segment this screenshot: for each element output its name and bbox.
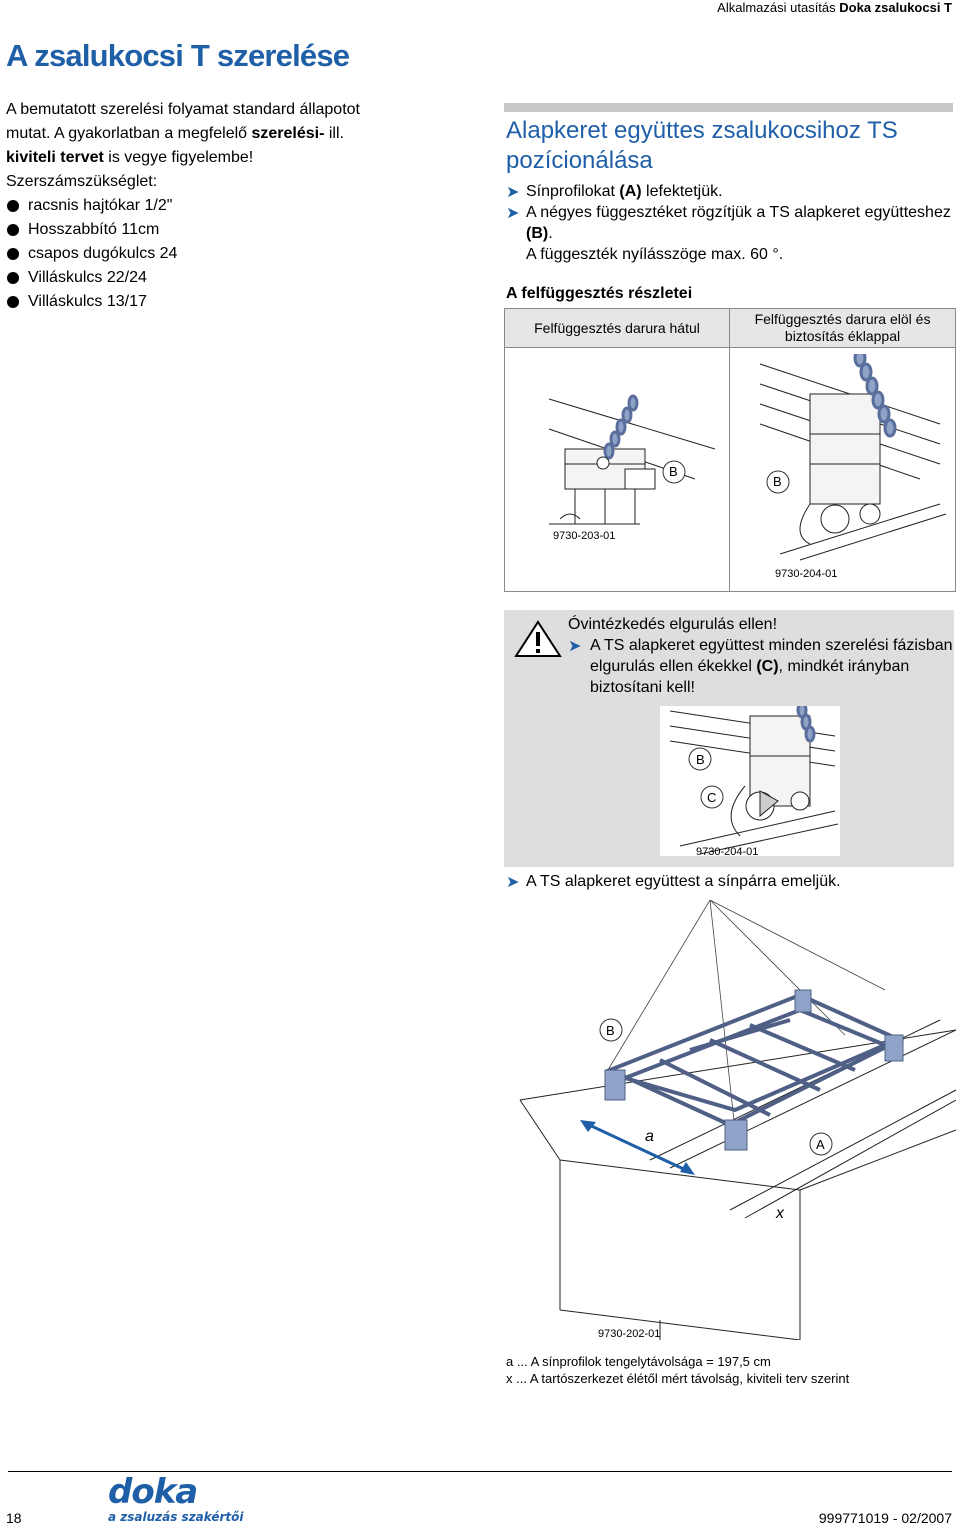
figure-code: 9730-202-01 — [598, 1328, 661, 1340]
page-number: 18 — [6, 1510, 22, 1526]
tool-item: Villáskulcs 13/17 — [6, 290, 446, 314]
tools-list: racsnis hajtókar 1/2" Hosszabbító 11cm c… — [6, 194, 446, 314]
arrow-icon: ➤ — [506, 205, 520, 222]
tools-heading: Szerszámszükséglet: — [6, 173, 158, 190]
crane-lifting-illustration — [519, 900, 956, 1340]
warning-title: Óvintézkedés elgurulás ellen! — [568, 616, 778, 633]
document-code: 999771019 - 02/2007 — [818, 1510, 952, 1526]
label-b-circle — [662, 460, 686, 484]
intro-block: A bemutatott szerelési folyamat standard… — [6, 98, 446, 314]
warning-icon — [514, 620, 562, 657]
intro-line-1: A bemutatott szerelési folyamat standard… — [6, 101, 360, 118]
tool-item: racsnis hajtókar 1/2" — [6, 194, 446, 218]
intro-line-2: mutat. A gyakorlatban a megfelelő szerel… — [6, 125, 344, 142]
figure-code: 9730-204-01 — [696, 846, 759, 858]
steps-list: ➤ Sínprofilokat (A) lefektetjük. ➤ A nég… — [506, 181, 952, 265]
intro-line-3: kiviteli tervet is vegye figyelembe! — [6, 149, 254, 166]
table-header-right: Felfüggesztés darura elöl és biztosítás … — [730, 309, 955, 347]
label-a: A — [816, 1137, 825, 1152]
table-divider — [729, 347, 730, 591]
figure-code: 9730-203-01 — [553, 530, 616, 542]
footnote-a: a ... A sínprofilok tengelytávolsága = 1… — [506, 1354, 771, 1369]
tool-item: Hosszabbító 11cm — [6, 218, 446, 242]
header-product: Doka zsalukocsi T — [839, 0, 952, 15]
label-b: B — [669, 464, 678, 479]
label-x: x — [776, 1205, 784, 1222]
label-a-dimension: a — [645, 1128, 654, 1145]
arrow-icon: ➤ — [568, 638, 582, 655]
section-title: Alapkeret együttes zsalukocsihoz TS pozí… — [506, 117, 898, 174]
tool-item: Villáskulcs 22/24 — [6, 266, 446, 290]
warning-step: ➤ A TS alapkeret együttest minden szerel… — [568, 637, 953, 696]
label-b: B — [696, 752, 705, 767]
section-bar — [504, 103, 953, 112]
table-header-left: Felfüggesztés darura hátul — [505, 309, 730, 347]
label-b-circle — [766, 470, 790, 494]
logo-word: doka — [108, 1472, 198, 1512]
footnotes: a ... A sínprofilok tengelytávolsága = 1… — [506, 1353, 849, 1387]
step-item: ➤ Sínprofilokat (A) lefektetjük. — [506, 183, 723, 201]
front-suspension-illustration — [759, 354, 947, 561]
arrow-icon: ➤ — [506, 184, 520, 201]
figure-code: 9730-204-01 — [775, 568, 838, 580]
detail-table: Felfüggesztés darura hátul Felfüggesztés… — [504, 308, 956, 592]
rear-suspension-illustration — [548, 394, 716, 525]
doka-logo: doka a zsaluzás szakértői — [108, 1472, 248, 1526]
wheel-chock-illustration — [660, 706, 840, 856]
lift-step: ➤ A TS alapkeret együttest a sínpárra em… — [506, 873, 841, 891]
label-b: B — [773, 474, 782, 489]
footnote-x: x ... A tartószerkezet élétől mért távol… — [506, 1371, 850, 1386]
step-note: A függeszték nyílásszöge max. 60 °. — [526, 246, 784, 263]
logo-tagline: a zsaluzás szakértői — [108, 1510, 244, 1524]
running-header: Alkalmazási utasítás Doka zsalukocsi T — [717, 0, 952, 15]
header-prefix: Alkalmazási utasítás — [717, 0, 836, 15]
arrow-icon: ➤ — [506, 874, 520, 891]
detail-heading: A felfüggesztés részletei — [506, 285, 693, 302]
table-divider — [505, 347, 955, 348]
tool-item: csapos dugókulcs 24 — [6, 242, 446, 266]
page-title: A zsalukocsi T szerelése — [6, 38, 350, 73]
label-b: B — [606, 1023, 615, 1038]
label-c: C — [707, 790, 717, 805]
footer-divider — [8, 1471, 952, 1472]
step-item: ➤ A négyes függesztéket rögzítjük a TS a… — [506, 204, 951, 263]
warning-text: Óvintézkedés elgurulás ellen! ➤ A TS ala… — [568, 614, 954, 698]
